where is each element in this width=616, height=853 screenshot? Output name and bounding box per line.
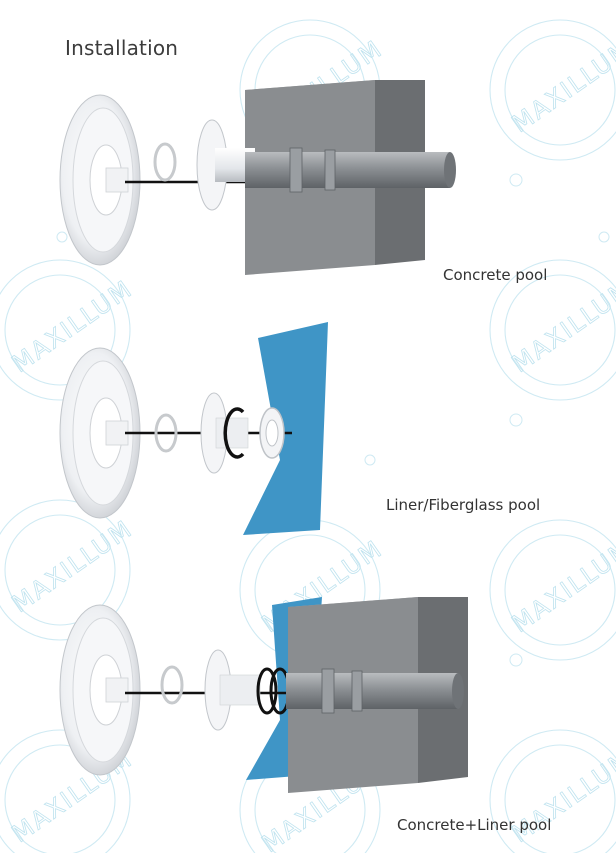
niche-pipe	[286, 668, 464, 714]
pool-lamp	[59, 347, 141, 519]
scene-concrete-liner-pool	[59, 597, 468, 793]
clamping-nut	[259, 407, 285, 459]
o-ring	[153, 142, 177, 182]
scene-liner-fiberglass-pool	[59, 322, 328, 535]
o-ring	[154, 413, 178, 453]
pool-lamp	[59, 604, 141, 776]
niche-pipe	[245, 147, 456, 193]
sleeve-flange	[200, 392, 249, 474]
o-ring	[160, 665, 184, 705]
caption-concrete-pool: Concrete pool	[443, 266, 548, 284]
pool-lamp	[59, 94, 141, 266]
caption-liner-fiberglass-pool: Liner/Fiberglass pool	[386, 496, 541, 514]
sleeve-flange	[204, 649, 261, 731]
liner-panel	[243, 322, 328, 535]
caption-concrete-liner-pool: Concrete+Liner pool	[397, 816, 552, 834]
gasket	[223, 407, 245, 459]
scene-concrete-pool	[59, 80, 456, 275]
sleeve-flange	[196, 119, 255, 211]
page-title: Installation	[65, 36, 179, 60]
